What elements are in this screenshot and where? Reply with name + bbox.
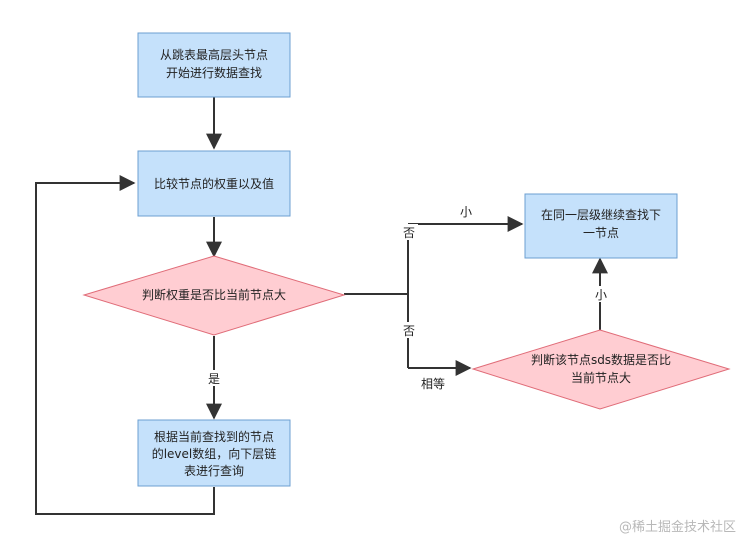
node-weight-check-label: 判断权重是否比当前节点大 <box>142 287 286 302</box>
node-start-line-2: 开始进行数据查找 <box>166 65 262 80</box>
edge-labels: 否 小 否 相等 是 小 <box>205 205 610 391</box>
node-same-level-line-2: 一节点 <box>583 226 619 240</box>
node-same-level-line-1: 在同一层级继续查找下 <box>541 208 661 222</box>
edge-label-yes: 是 <box>208 372 220 386</box>
node-start: 从跳表最高层头节点 开始进行数据查找 <box>137 32 291 98</box>
edge-label-small-top: 小 <box>460 205 472 219</box>
node-sds-check: 判断该节点sds数据是否比 当前节点大 <box>471 329 731 410</box>
edge-descend-loop-back <box>35 175 215 515</box>
node-compare: 比较节点的权重以及值 <box>137 150 291 217</box>
edge-label-equal: 相等 <box>421 377 445 391</box>
edge-label-no-bottom: 否 <box>403 324 415 338</box>
node-descend: 根据当前查找到的节点 的level数组，向下层链 表进行查询 <box>137 419 291 487</box>
node-same-level: 在同一层级继续查找下 一节点 <box>524 193 678 259</box>
node-descend-line-1: 根据当前查找到的节点 <box>154 429 274 444</box>
node-compare-label: 比较节点的权重以及值 <box>154 176 274 191</box>
edge-label-small-right: 小 <box>595 288 607 302</box>
node-weight-check: 判断权重是否比当前节点大 <box>82 255 346 336</box>
watermark: @稀土掘金技术社区 <box>618 520 736 535</box>
node-start-line-1: 从跳表最高层头节点 <box>160 47 268 62</box>
node-descend-line-3: 表进行查询 <box>184 464 244 478</box>
node-sds-check-line-1: 判断该节点sds数据是否比 <box>531 352 671 367</box>
node-sds-check-line-2: 当前节点大 <box>571 370 631 385</box>
edge-label-no-top: 否 <box>403 226 415 240</box>
node-descend-line-2: 的level数组，向下层链 <box>152 446 277 461</box>
